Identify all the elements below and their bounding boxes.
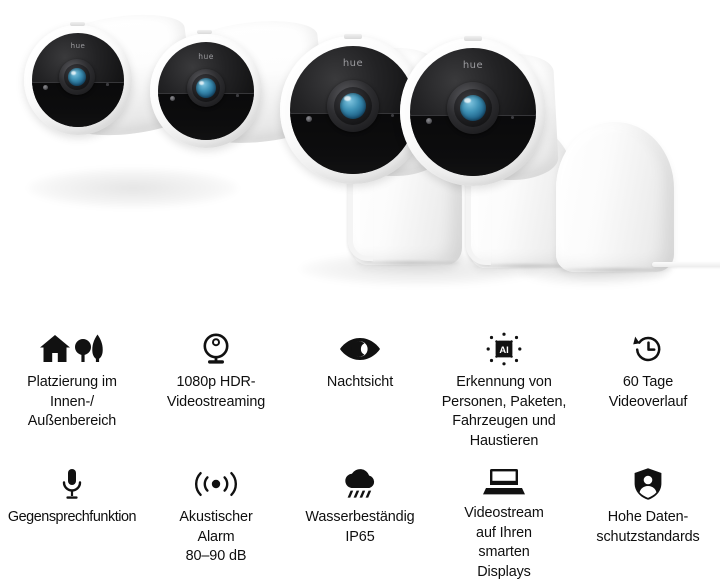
camera-4-lens-glass	[460, 95, 486, 121]
feature-night-vision-label: Nachtsicht	[326, 374, 394, 390]
camera-4-faceplate: hue	[410, 48, 536, 176]
house-and-trees-icon	[39, 332, 105, 366]
feature-ai-detection: AI Erkennung von Personen, Paketen, Fahr…	[432, 318, 576, 453]
camera-2-faceplate: hue	[158, 42, 254, 140]
camera-4-status-led	[426, 118, 432, 124]
accessory-stand-cable	[652, 262, 720, 267]
accessory-stand-base	[556, 122, 674, 272]
camera-1-lens-ring	[64, 64, 90, 90]
feature-placement: Platzierung im Innen-/ Außenbereich	[0, 318, 144, 453]
microphone-icon	[60, 467, 84, 501]
clock-history-icon	[632, 332, 664, 366]
feature-privacy-label: Hohe Daten- schutzstandards	[596, 509, 700, 545]
feature-weather-resistance: Wasserbeständig IP65	[288, 453, 432, 577]
feature-privacy: Hohe Daten- schutzstandards	[576, 453, 720, 577]
camera-3-cable	[348, 168, 373, 261]
camera-2-lens-ring	[192, 74, 220, 102]
camera-4-lens-glint	[464, 98, 471, 103]
camera-3-faceplate: hue	[290, 46, 416, 174]
camera-1-lens-glint	[71, 70, 76, 75]
camera-4-top-notch	[464, 36, 482, 41]
camera-1-status-led	[43, 85, 48, 90]
ai-detection-icon: AI	[485, 332, 523, 366]
feature-placement-label: Platzierung im Innen-/ Außenbereich	[27, 374, 117, 429]
camera-4-brand: hue	[462, 60, 484, 71]
feature-video-history: 60 Tage Videoverlauf	[576, 318, 720, 453]
camera-2-top-notch	[197, 30, 212, 34]
feature-row-2: Gegensprechfunktion Akustischer Alarm 80…	[0, 453, 720, 580]
camera-3-status-led	[306, 116, 312, 122]
camera-1-faceplate: hue	[32, 33, 124, 127]
rain-cloud-icon	[341, 467, 379, 501]
camera-1-brand: hue	[70, 42, 86, 50]
camera-2-lens	[187, 69, 225, 107]
camera-3-lens-ring	[334, 87, 372, 125]
feature-two-way-audio-label: Gegensprechfunktion	[7, 509, 137, 525]
feature-grid: Platzierung im Innen-/ Außenbereich 1080…	[0, 318, 720, 580]
camera-3-mic-hole	[391, 114, 395, 118]
camera-4-lens	[447, 82, 499, 134]
feature-video-quality: 1080p HDR- Videostreaming	[144, 318, 288, 453]
camera-4-cable	[466, 172, 491, 265]
sound-wave-alarm-icon	[193, 467, 239, 501]
ground-shadow-left	[28, 168, 238, 208]
laptop-icon	[483, 467, 525, 497]
camera-2-lens-glint	[199, 81, 204, 85]
webcam-icon	[199, 332, 233, 366]
camera-1-mic-hole	[106, 83, 109, 86]
camera-4-lens-ring	[454, 89, 492, 127]
camera-1-top-notch	[70, 22, 85, 26]
camera-2-mic-hole	[236, 94, 239, 97]
feature-video-history-label: 60 Tage Videoverlauf	[608, 374, 688, 410]
camera-3-stand-foot	[356, 261, 460, 265]
feature-acoustic-alarm-label: Akustischer Alarm 80–90 dB	[179, 509, 253, 564]
camera-3-brand: hue	[342, 58, 364, 69]
camera-3-lens-glint	[344, 96, 351, 101]
camera-4-stand-foot	[474, 264, 576, 268]
camera-3-lens-glass	[340, 93, 366, 119]
eye-moon-night-vision-icon	[339, 332, 381, 366]
camera-2-brand: hue	[198, 52, 214, 61]
camera-2-status-led	[170, 96, 175, 101]
accessory-stand-foot	[560, 268, 672, 272]
feature-weather-resistance-label: Wasserbeständig IP65	[305, 509, 415, 545]
camera-1-lens-glass	[68, 68, 86, 86]
feature-row-1: Platzierung im Innen-/ Außenbereich 1080…	[0, 318, 720, 453]
camera-4-mic-hole	[511, 116, 515, 120]
feature-night-vision: Nachtsicht	[288, 318, 432, 453]
feature-video-quality-label: 1080p HDR- Videostreaming	[166, 374, 266, 410]
feature-ai-detection-label: Erkennung von Personen, Paketen, Fahrzeu…	[441, 374, 567, 449]
feature-smart-display: Videostream auf Ihren smarten Displays	[432, 453, 576, 580]
svg-text:AI: AI	[499, 344, 508, 355]
camera-1-lens	[59, 59, 95, 95]
feature-smart-display-label: Videostream auf Ihren smarten Displays	[464, 505, 544, 580]
shield-person-privacy-icon	[633, 467, 663, 501]
camera-2-lens-glass	[196, 78, 216, 98]
camera-3-lens	[327, 80, 379, 132]
camera-3-top-notch	[344, 34, 362, 39]
feature-two-way-audio: Gegensprechfunktion	[0, 453, 144, 577]
feature-acoustic-alarm: Akustischer Alarm 80–90 dB	[144, 453, 288, 577]
product-image: hue hue	[24, 8, 720, 286]
